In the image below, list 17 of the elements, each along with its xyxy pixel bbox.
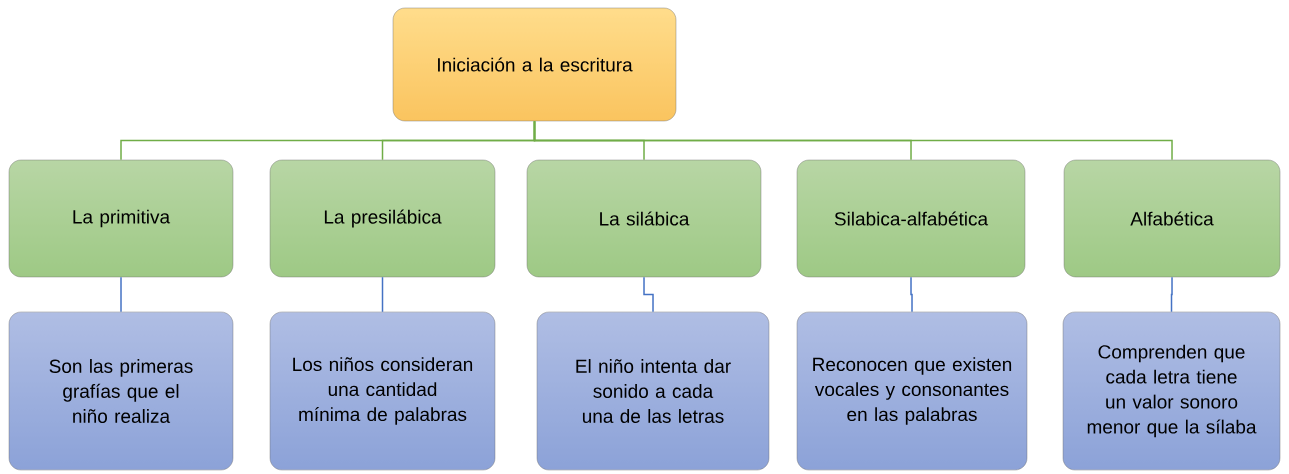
connector-line — [533, 120, 1173, 161]
connector-line — [120, 276, 122, 313]
description-box: Son las primeras grafías que el niño realiza — [8, 311, 234, 471]
connector-line — [1170, 276, 1173, 313]
connector-line — [910, 276, 913, 313]
title-box: Iniciación a la escritura — [392, 7, 677, 122]
category-box: La silábica — [526, 159, 762, 278]
description-box: Reconocen que existen vocales y consonantes en las palabras — [796, 311, 1028, 471]
connector-line — [643, 276, 654, 313]
category-box: La presilábica — [269, 159, 496, 278]
description-box: Los niños consideran una cantidad mínima de palabras — [269, 311, 496, 471]
description-box: El niño intenta dar sonido a cada una de las letras — [536, 311, 770, 471]
category-box: Silabica-alfabética — [796, 159, 1026, 278]
connector-line — [381, 276, 384, 313]
category-box: Alfabética — [1063, 159, 1281, 278]
category-box: La primitiva — [8, 159, 234, 278]
description-box: Comprenden que cada letra tiene un valor sonoro menor que la sílaba — [1062, 311, 1281, 471]
